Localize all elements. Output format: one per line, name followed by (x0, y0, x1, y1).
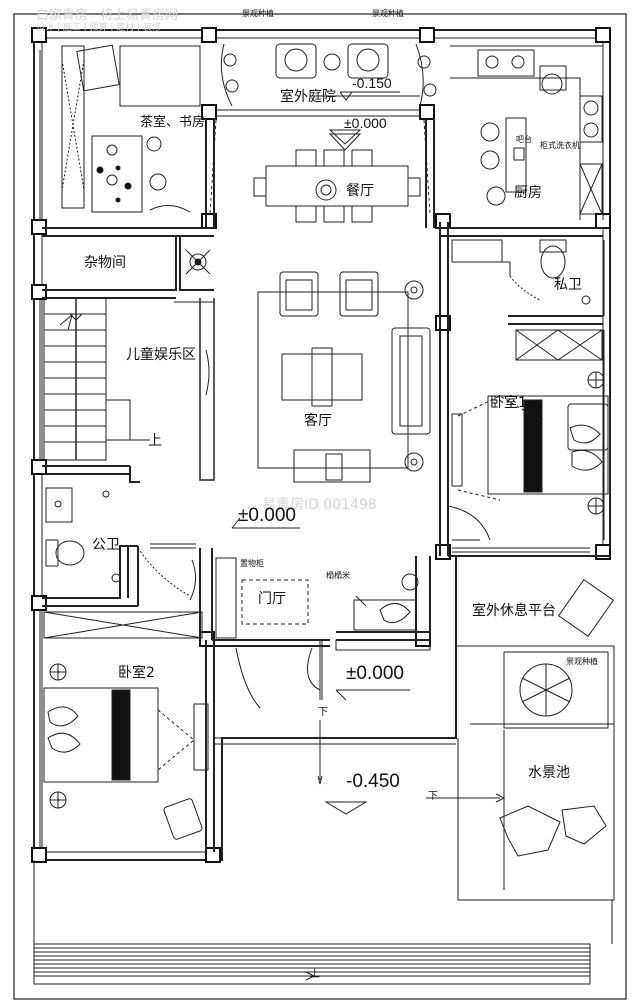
bedroom2-furniture (43, 611, 209, 840)
room-label-bedroom1: 卧室1 (490, 395, 527, 411)
room-label-storage: 杂物间 (84, 255, 126, 271)
label-landscape-planting-1: 景观种植 (242, 9, 274, 18)
room-label-foyer: 门厅 (258, 591, 286, 607)
watermark-center: 易青房ID 001498 (262, 497, 377, 513)
tea-room-furniture (61, 44, 201, 213)
label-shoe-cabinet: 置物柜 (240, 559, 264, 568)
level-dining: ±0.000 (344, 115, 387, 131)
room-label-tea-study: 茶室、书房 (140, 115, 206, 130)
room-label-terrace: 室外休息平台 (472, 603, 556, 619)
label-bar: 吧台 (516, 135, 532, 144)
level-markers (231, 91, 506, 815)
interior-walls (42, 119, 610, 852)
level-courtyard: -0.150 (352, 75, 392, 91)
label-down-1: 下 (318, 707, 328, 718)
watermark-subline: 设计 | 施工 | 预算 | 建材 | 装修 (36, 23, 162, 33)
room-label-bedroom2: 卧室2 (118, 665, 155, 681)
label-washer: 柜式洗衣机 (540, 141, 580, 150)
bedroom1-furniture (451, 371, 609, 515)
room-label-water-pond: 水景池 (528, 765, 570, 781)
storage-corner (185, 249, 211, 275)
staircase-left (43, 297, 150, 461)
watermark-logo: 白家青房 (36, 8, 89, 23)
room-label-kids-area: 儿童娱乐区 (126, 347, 196, 363)
label-landscape-planting-3: 景观种植 (566, 657, 598, 666)
living-furniture (257, 271, 431, 483)
room-label-private-bath: 私卫 (554, 277, 582, 293)
outer-border (13, 13, 627, 1000)
windows (33, 50, 611, 848)
courtyard-furniture (220, 43, 437, 107)
label-tatami: 榻榻米 (326, 571, 350, 580)
dining-furniture (253, 129, 421, 223)
kitchen-furniture (450, 45, 604, 220)
level-hall: ±0.000 (238, 505, 296, 526)
room-label-kitchen: 厨房 (514, 185, 542, 201)
room-label-courtyard: 室外庭院 (280, 89, 336, 105)
front-stairs (33, 860, 613, 985)
foyer (215, 557, 419, 709)
entry-steps (214, 639, 456, 745)
private-bath-fixtures (451, 239, 603, 361)
label-down-2: 下 (428, 791, 438, 802)
room-label-public-bath: 公卫 (92, 537, 120, 553)
terrace (456, 578, 615, 901)
room-label-dining: 餐厅 (346, 183, 374, 199)
doors (189, 505, 491, 601)
label-stairs-up-1: 上 (148, 433, 162, 449)
watermark-slogan: 将上易青房网 (100, 8, 179, 23)
label-landscape-planting-2: 景观种植 (372, 9, 404, 18)
public-bath-fixtures (45, 487, 191, 597)
level-entry: ±0.000 (346, 663, 404, 684)
room-label-living: 客厅 (304, 413, 332, 429)
level-outside: -0.450 (346, 771, 400, 792)
label-stairs-up-2: 上 (310, 969, 320, 980)
